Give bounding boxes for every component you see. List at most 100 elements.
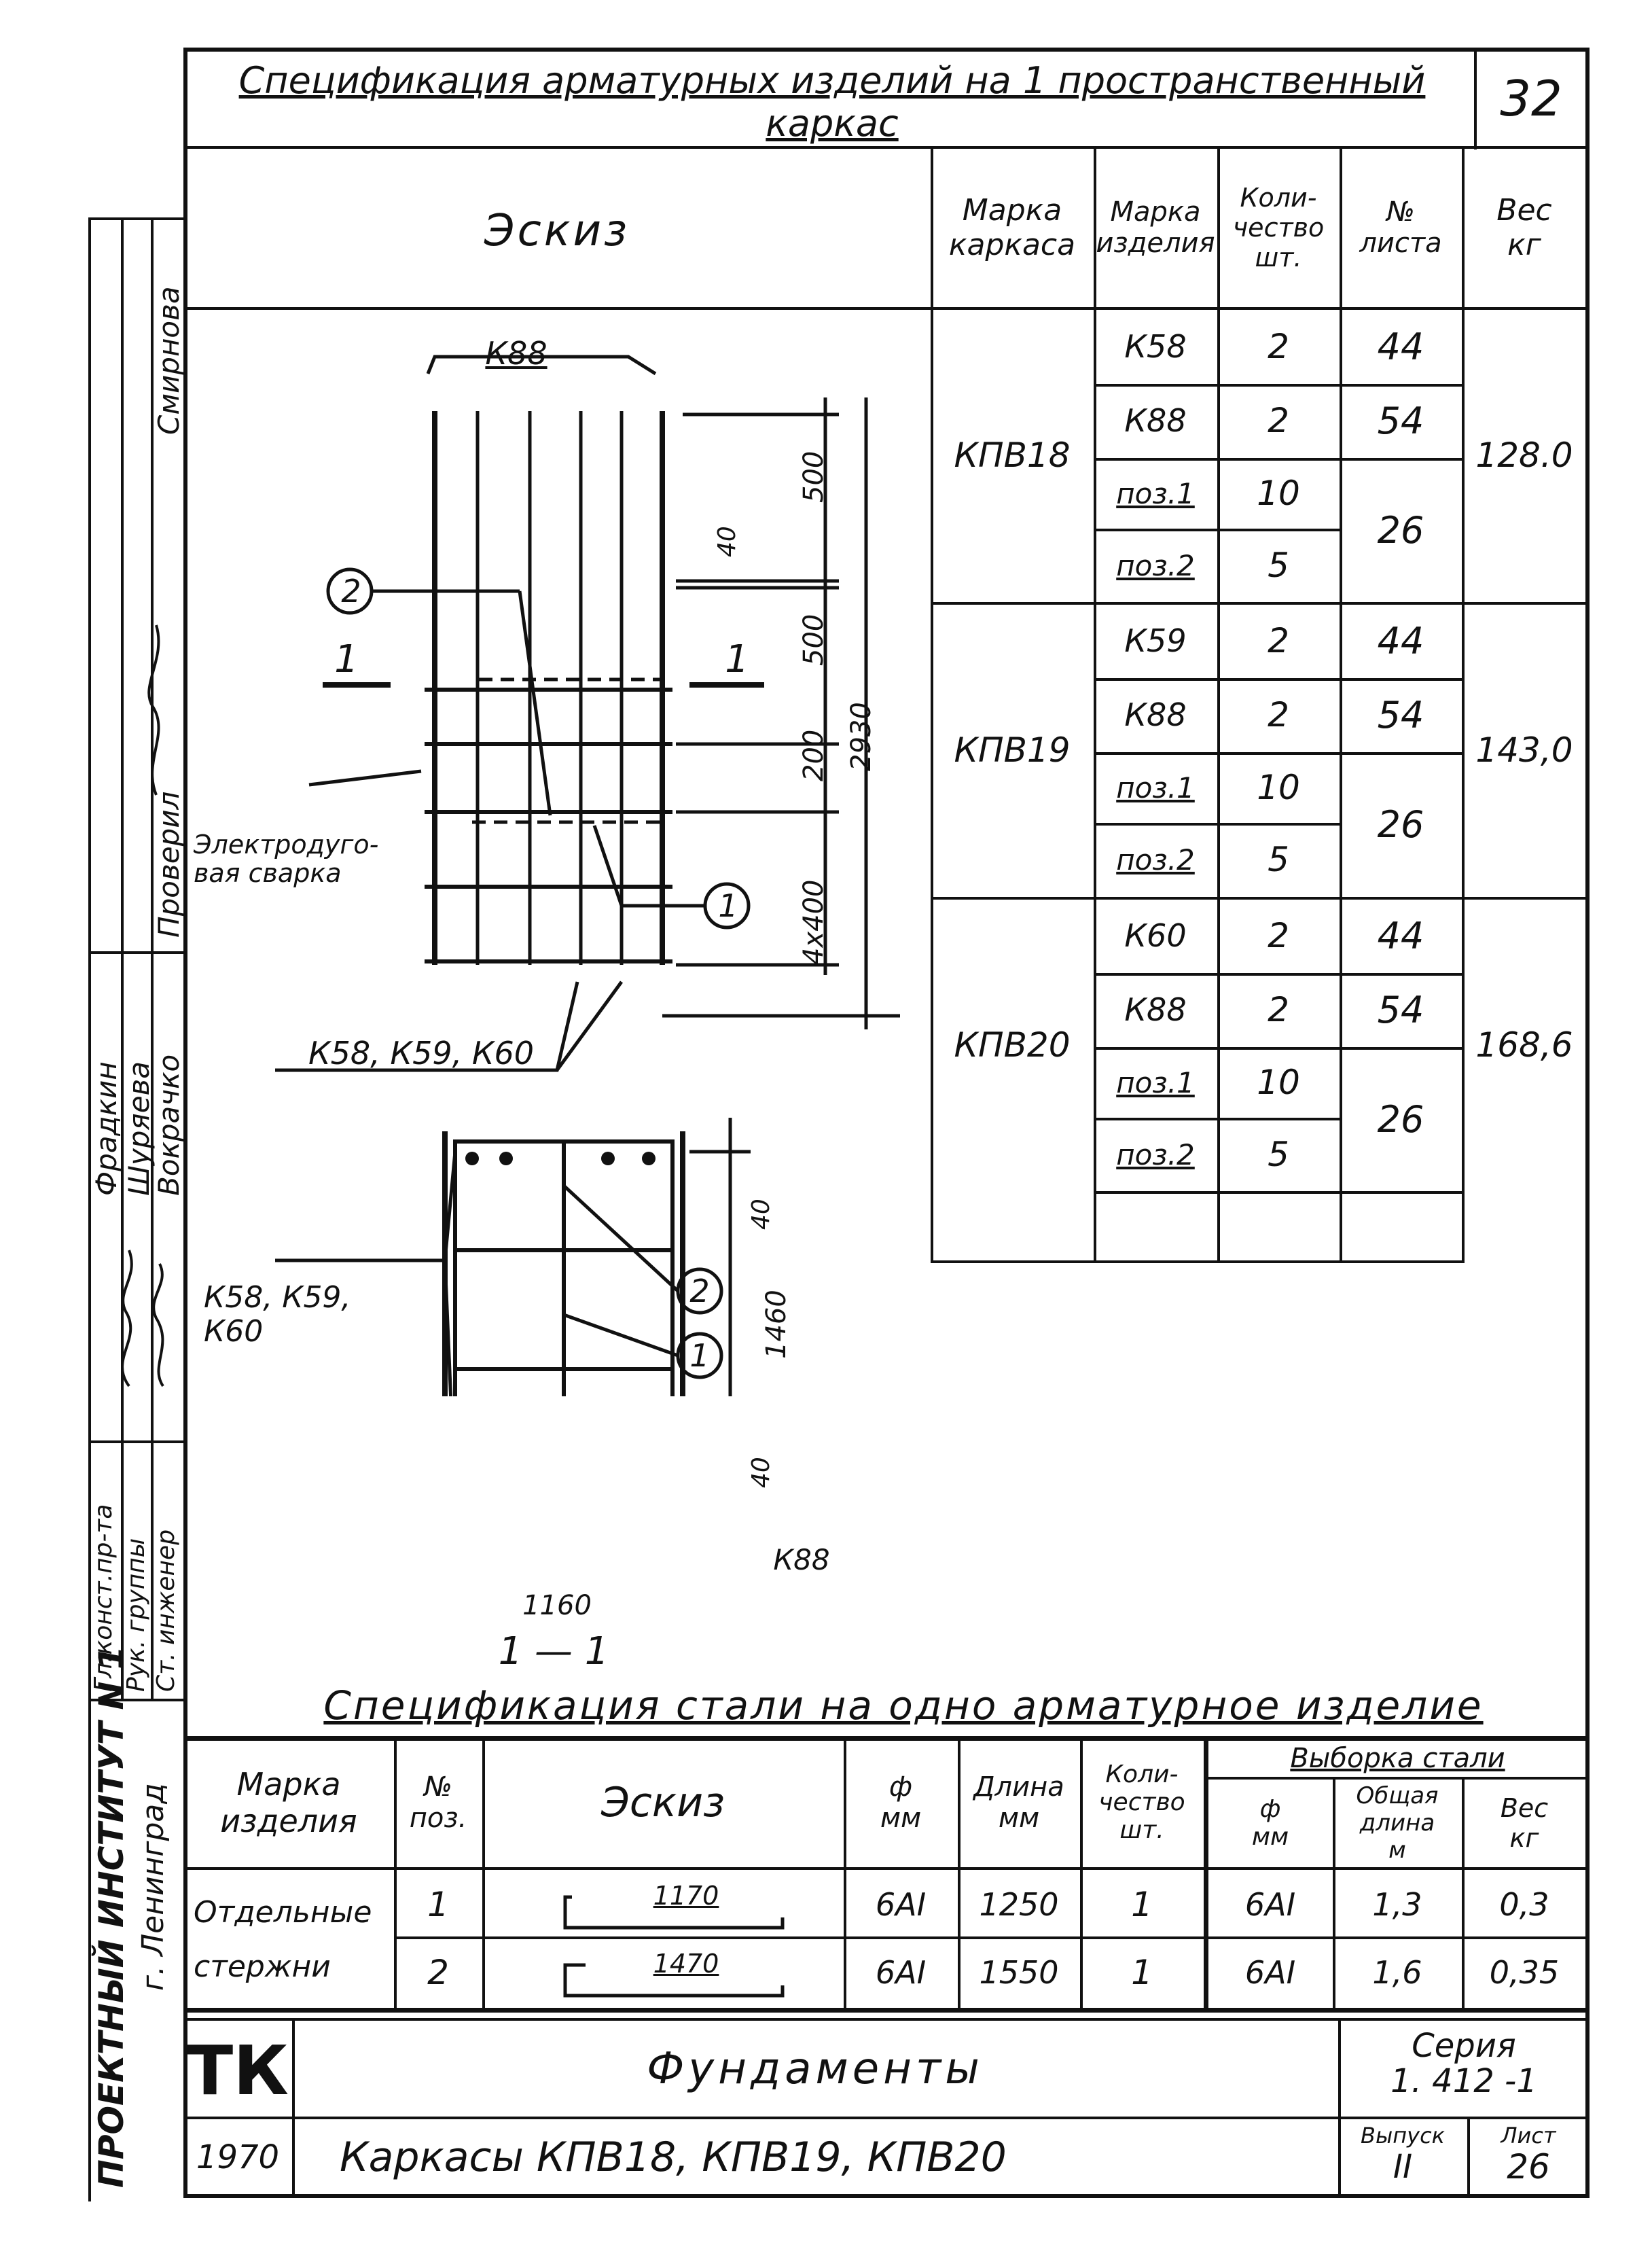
stamp-institute: ПРОЕКТНЫЙ ИНСТИТУТ N 1 [92,1646,131,2188]
spec1-qty-a2: 10 [1257,474,1300,513]
sheet-label: Лист [1501,2123,1556,2148]
label-k88-bottom: К88 [773,1542,830,1576]
sheet-block: Лист 26 [1471,2120,1586,2187]
spec1-qty-a3: 5 [1268,546,1289,585]
mid-title: Спецификация стали на одно арматурное из… [323,1682,1484,1729]
bar-sketches [563,1895,785,1998]
spec1-item-c3: поз.2 [1116,1137,1195,1171]
dim-500-top: 500 [798,450,829,503]
spec1-item-a2: поз.1 [1116,476,1195,510]
spec2-sel-diam-1: 6АI [1244,1886,1296,1923]
series-label: Серия [1412,2027,1516,2065]
spec1-item-c1: К88 [1124,991,1187,1028]
spec1-header-item-mark: Марка изделия [1096,196,1215,259]
spec1-sheet-a0: 44 [1377,325,1424,368]
subtitle: Каркасы КПВ18, КПВ19, КПВ20 [340,2134,1007,2181]
spec2-item-label-line2: стержни [194,1949,331,1984]
title-name: Фундаменты [647,2044,984,2094]
spec1-header-quantity: Коли-чество шт. [1232,183,1325,272]
issue-value: II [1393,2148,1413,2186]
dim-section-40-top: 40 [747,1199,775,1230]
spec1-header-sheet-no: № листа [1359,196,1442,259]
spec1-weight-c: 168,6 [1475,1025,1573,1065]
year: 1970 [196,2138,280,2176]
spec2-sketch-dim-2: 1470 [653,1949,719,1979]
label-k60-line2: К60 [204,1314,264,1349]
callout-2-elev: 2 [341,573,361,609]
top-title: Спецификация арматурных изделий на 1 про… [238,59,1426,145]
spec2-weight-1: 0,3 [1499,1886,1549,1923]
spec1-sheet-a1: 54 [1377,399,1424,442]
spec1-item-c0: К60 [1124,917,1187,954]
series-value: 1. 412 -1 [1390,2062,1537,2100]
spec1-qty-b3: 5 [1268,840,1289,879]
spec1-sheet-b0: 44 [1377,619,1424,662]
dim-200: 200 [798,729,829,781]
spec1-qty-c0: 2 [1268,916,1289,955]
drawing-frame [183,48,1590,2198]
welding-label-line2: вая сварка [194,858,342,888]
label-k58-k59-line1: К58, К59, [204,1280,351,1315]
spec1-sheet-a2: 26 [1377,508,1424,552]
spec2-header-sketch: Эскиз [600,1778,725,1826]
label-k58-k59-sec: К58, К59, К60 [204,1281,351,1349]
dim-width-1160: 1160 [522,1589,592,1621]
callout-2-sec: 2 [689,1273,710,1309]
issue-block: Выпуск II [1342,2120,1464,2186]
dim-section-1460: 1460 [761,1290,792,1359]
dim-section-40-bottom: 40 [747,1457,775,1488]
label-k58-k60: К58, К59, К60 [308,1035,535,1072]
spec1-sheet-b2: 26 [1377,802,1424,846]
label-k88-top: К88 [485,335,547,372]
spec1-sheet-c1: 54 [1377,988,1424,1031]
spec2-sketch-dim-1: 1170 [653,1881,719,1911]
spec2-header-sel-weight: Вес кг [1500,1792,1549,1853]
spec2-length-1: 1250 [979,1886,1059,1923]
spec1-frame-c: КПВ20 [954,1025,1071,1065]
callout-1-elev: 1 [718,887,738,924]
spec1-qty-a0: 2 [1268,327,1289,366]
spec2-total-len-2: 1,6 [1372,1953,1422,1991]
spec1-header-sketch: Эскиз [484,206,630,256]
spec2-header-qty: Коли-чество шт. [1098,1761,1185,1844]
spec2-pos-2: 2 [427,1952,449,1992]
signatures [121,624,164,1387]
spec1-frame-a: КПВ18 [954,436,1071,475]
spec2-qty-2: 1 [1131,1952,1153,1992]
spec1-qty-b1: 2 [1268,695,1289,735]
spec1-item-c2: поз.1 [1116,1065,1195,1099]
spec2-diam-1: 6АI [875,1886,927,1923]
spec2-header-pos: № поз. [409,1771,467,1834]
spec1-weight-b: 143,0 [1475,730,1573,770]
spec1-item-b3: поз.2 [1116,843,1195,877]
spec2-header-item-mark: Марка изделия [220,1765,357,1839]
series-block: Серия 1. 412 -1 [1345,2028,1583,2099]
spec2-qty-1: 1 [1131,1884,1153,1924]
spec1-qty-b0: 2 [1268,621,1289,660]
stamp-city: г. Ленинград [136,1783,170,1991]
spec1-qty-c3: 5 [1268,1135,1289,1174]
spec1-item-a1: К88 [1124,402,1187,439]
section-title: 1 — 1 [498,1629,609,1674]
spec1-weight-a: 128.0 [1475,436,1573,475]
dim-4x400: 4х400 [798,879,829,965]
spec2-header-selection: Выборка стали [1290,1742,1505,1774]
spec2-header-diam: ф мм [880,1771,922,1834]
dim-2930: 2930 [846,702,877,771]
spec1-item-b1: К88 [1124,696,1187,733]
spec2-sel-diam-2: 6АI [1244,1953,1296,1991]
frame-sketch [275,355,900,1396]
welding-label: Электродуго- вая сварка [194,830,378,887]
callout-1-sec: 1 [689,1337,710,1374]
spec1-sheet-c2: 26 [1377,1097,1424,1141]
spec1-frame-b: КПВ19 [954,730,1071,770]
spec1-item-b2: поз.1 [1116,771,1195,804]
spec2-length-2: 1550 [979,1953,1059,1991]
sheet-value: 26 [1507,2147,1550,2187]
spec1-sheet-c0: 44 [1377,914,1424,957]
issue-label: Выпуск [1361,2123,1445,2148]
spec2-header-sel-diam: ф мм [1251,1794,1289,1851]
spec2-header-length: Длина мм [973,1771,1064,1834]
spec2-total-len-1: 1,3 [1372,1886,1422,1923]
spec1-item-b0: К59 [1124,622,1187,659]
